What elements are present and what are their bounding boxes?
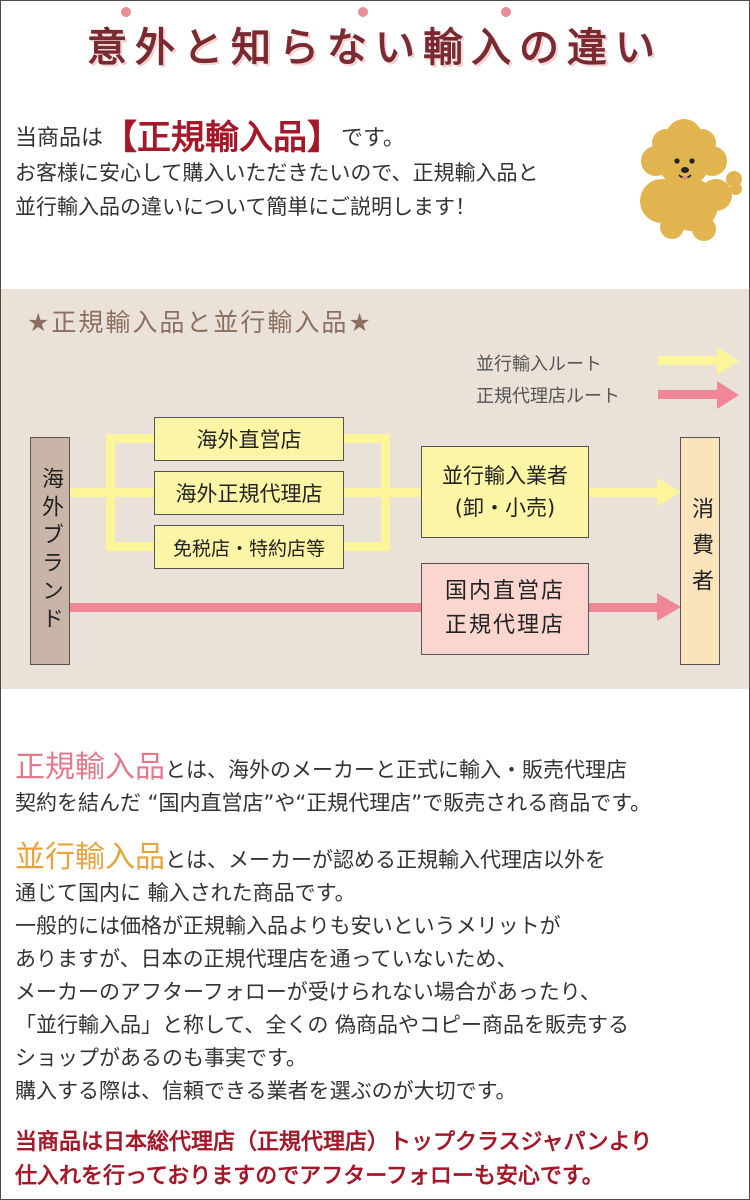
parallel-line-7: ショップがあるのも事実です。 [15,1046,307,1070]
channel-box-official-agent: 海外正規代理店 [154,471,344,515]
official-line-1: 正規輸入品とは、海外のメーカーと正式に輸入・販売代理店 [15,751,651,787]
legend-official-label: 正規代理店ルート [476,386,620,407]
title-decoration [1,7,749,19]
official-import-text: 正規輸入品とは、海外のメーカーと正式に輸入・販売代理店 契約を結んだ “国内直営… [15,751,651,820]
parallel-dealer-sublabel: (卸・小売) [454,496,556,520]
intro-line-1-pre: 当商品は [15,126,104,151]
parallel-route-lines [70,434,681,551]
dog-illustration [640,119,742,241]
consumer-box: 消費者 [680,437,720,665]
official-keyword: 正規輸入品 [15,750,165,785]
parallel-import-text: 並行輸入品とは、メーカーが認める正規輸入代理店以外を 通じて国内に 輸入された商… [15,841,629,1108]
parallel-line-5: メーカーのアフターフォローが受けられない場合があったり、 [15,980,601,1004]
closing-line-2: 仕入れを行っておりますのでアフターフォローも安心です。 [15,1164,604,1189]
parallel-line-3: 一般的には価格が正規輸入品よりも安いというメリットが [15,914,561,938]
parallel-dealer-box: 並行輸入業者 (卸・小売) [421,446,589,538]
parallel-dealer-label: 並行輸入業者 [442,464,568,488]
parallel-line-2: 通じて国内に 輸入された商品です。 [15,881,356,905]
intro-line-2: お客様に安心して購入いただきたいので、正規輸入品と [15,161,539,185]
domestic-store-label: 国内直営店 [444,579,565,604]
parallel-line-8: 購入する際は、信頼できる業者を選ぶのが大切です。 [15,1079,517,1103]
closing-note: 当商品は日本総代理店（正規代理店）トップクラスジャパンより 仕入れを行っておりま… [15,1126,652,1194]
parallel-line-6: 「並行輸入品」と称して、全くの 偽商品やコピー商品を販売する [15,1013,629,1037]
intro-highlight: 【正規輸入品】 [103,118,342,158]
channel-box-dutyfree: 免税店・特約店等 [154,525,344,569]
legend-parallel-label: 並行輸入ルート [476,354,602,375]
intro-line-1: 当商品は【正規輸入品】です。 [15,121,635,156]
domestic-agent-label: 正規代理店 [444,613,565,638]
parallel-keyword: 並行輸入品 [15,840,165,875]
official-line-2: 契約を結んだ “国内直営店”や“正規代理店”で販売される商品です。 [15,791,652,815]
parallel-line-1: 並行輸入品とは、メーカーが認める正規輸入代理店以外を [15,841,629,877]
legend-official-arrow [658,381,739,409]
official-route-lines [70,593,681,621]
overseas-brand-box: 海外ブランド [30,437,70,665]
parallel-line-4: ありますが、日本の正規代理店を通っていないため、 [15,947,518,971]
intro-line-3: 並行輸入品の違いについて簡単にご説明します！ [15,195,476,219]
diagram-title: ★正規輸入品と並行輸入品★ [27,308,373,337]
closing-line-1: 当商品は日本総代理店（正規代理店）トップクラスジャパンより [15,1130,653,1155]
domestic-store-box: 国内直営店 正規代理店 [421,563,589,655]
page-title: 意外と知らない輸入の違い [87,25,663,71]
parallel-line-1-rest: とは、メーカーが認める正規輸入代理店以外を [165,848,606,872]
official-line-1-rest: とは、海外のメーカーと正式に輸入・販売代理店 [165,758,627,782]
intro-text: 当商品は【正規輸入品】です。 お客様に安心して購入いただきたいので、正規輸入品と… [15,121,635,224]
legend-parallel-arrow [658,347,739,375]
intro-line-1-post: です。 [341,126,405,151]
channel-box-direct-store: 海外直営店 [154,417,344,461]
